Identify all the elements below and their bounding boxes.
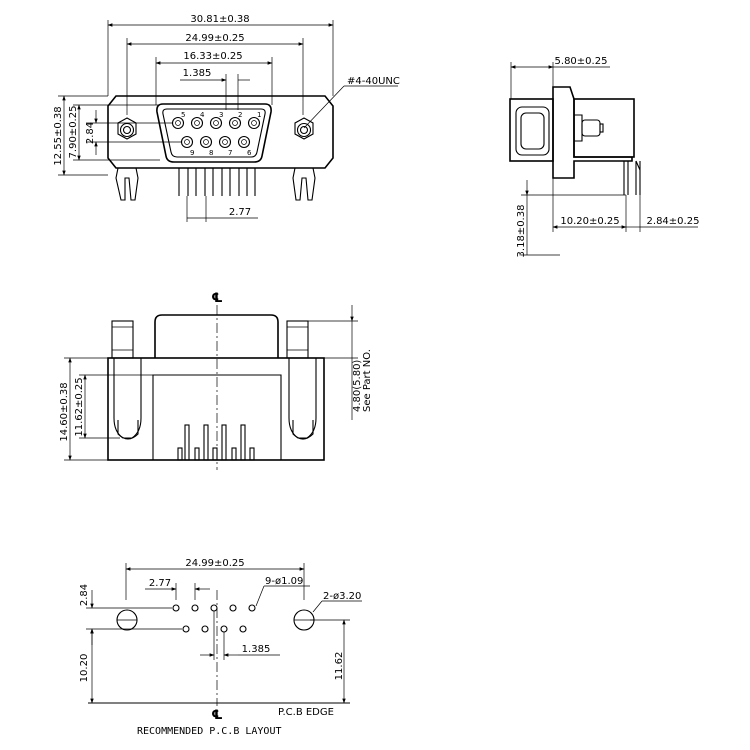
side-view: 5.80±0.25 10.20±0.25 2.84±0.25 3.18±0.38 [509,56,700,258]
part-dim-label: 4.80(5.80) [352,360,363,412]
pcb-row-offset-label: 2.84 [79,584,90,606]
tail-length-label: 3.18±0.38 [516,205,527,258]
row-offset-label: 2.84 [85,122,96,144]
pin-tails [178,168,256,196]
pin-number-9: 9 [190,149,194,157]
pin-number-5: 5 [181,111,185,119]
rear-overall-height-label: 14.60±0.38 [59,382,70,441]
mount-holes-label: 2-ø3.20 [323,591,361,602]
pcb-row-pitch-label: 2.77 [149,578,171,589]
pin-number-2: 2 [238,111,242,119]
part-note-label: See Part NO. [362,349,373,412]
centerline-symbol-top: ℄ [211,291,223,306]
centerline-symbol-bottom: ℄ [211,708,223,723]
pin-number-8: 8 [209,149,213,157]
pcb-half-pitch-label: 1.385 [242,644,271,655]
pcb-edge-to-mount-label: 11.62 [334,652,345,681]
rear-pin-tails [177,424,255,461]
pin-number-1: 1 [257,111,261,119]
pin-number-6: 6 [247,149,252,157]
standoff-right [294,117,314,140]
pin-offset-label: 2.84±0.25 [647,216,700,227]
pin-number-3: 3 [219,111,223,119]
shell-width-label: 16.33±0.25 [183,51,242,62]
pcb-edge-label: P.C.B EDGE [278,707,334,718]
rear-pin-height-label: 11.62±0.25 [74,377,85,436]
pin-number-4: 4 [200,111,205,119]
pcb-layout-view: 24.99±0.25 2.77 9-ø1.09 2-ø3.20 [79,558,362,737]
row-pitch-label: 2.77 [229,207,251,218]
overall-height-label: 12.55±0.38 [53,106,64,165]
pin-holes-label: 9-ø1.09 [265,576,303,587]
body-height-label: 7.90±0.25 [68,106,79,159]
thread-note: #4-40UNC [347,76,400,87]
pin-number-7: 7 [228,149,232,157]
pcb-flange-width-label: 24.99±0.25 [185,558,244,569]
pcb-layout-caption: RECOMMENDED P.C.B LAYOUT [137,726,282,737]
flange-width-label: 24.99±0.25 [185,33,244,44]
pcb-pin-holes [172,604,256,633]
overall-width-label: 30.81±0.38 [190,14,249,25]
standoff-left [117,117,137,140]
pcb-edge-to-row-label: 10.20 [79,654,90,683]
shell-depth-label: 5.80±0.25 [555,56,608,67]
rear-view: ℄ 14.6 [59,291,373,470]
body-depth-label: 10.20±0.25 [560,216,619,227]
pin-pitch-label: 1.385 [183,68,212,79]
front-view: 30.81±0.38 24.99±0.25 16.33±0.25 1.385 #… [53,14,400,222]
pin-contacts [171,116,261,149]
